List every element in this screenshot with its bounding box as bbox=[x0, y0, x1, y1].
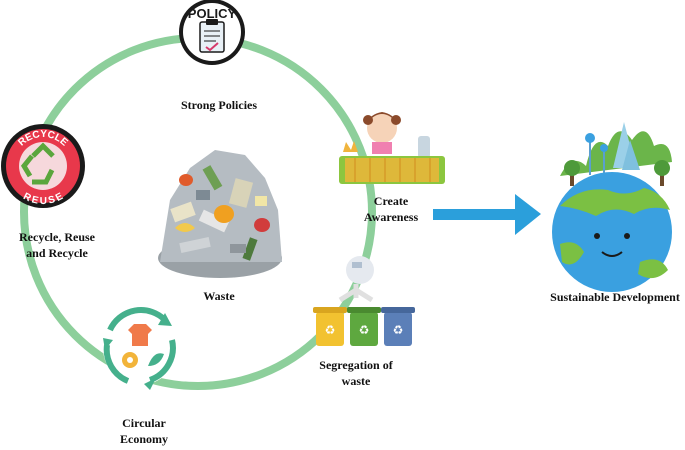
svg-text:♻: ♻ bbox=[325, 323, 336, 337]
recycle-label-line2: and Recycle bbox=[26, 246, 88, 260]
circular-arrows-icon bbox=[103, 307, 177, 390]
segregation-label-line1: Segregation of bbox=[319, 358, 393, 372]
awareness-label-line2: Awareness bbox=[364, 210, 419, 224]
waste-pile-icon bbox=[158, 150, 282, 278]
policy-badge: POLICY bbox=[179, 0, 245, 65]
segregation-label-line2: waste bbox=[342, 374, 371, 388]
yellow-bin-icon: ♻ bbox=[313, 307, 347, 346]
outcome-label: Sustainable Development bbox=[550, 290, 680, 304]
green-earth-icon bbox=[552, 122, 672, 292]
green-bin-icon: ♻ bbox=[347, 307, 381, 346]
awareness-label-line1: Create bbox=[374, 194, 409, 208]
policy-badge-text: POLICY bbox=[188, 6, 237, 21]
recycle-label-line1: Recycle, Reuse bbox=[19, 230, 96, 244]
circular-label-line2: Economy bbox=[120, 432, 168, 446]
recycle-badge-icon: RECYCLE REUSE bbox=[1, 124, 85, 208]
outcome-arrow bbox=[433, 194, 541, 235]
sorting-bins-icon: ♻ ♻ ♻ bbox=[313, 256, 415, 346]
waste-label: Waste bbox=[203, 289, 235, 303]
policies-label: Strong Policies bbox=[181, 98, 257, 112]
circular-label-line1: Circular bbox=[122, 416, 166, 430]
clipboard-icon bbox=[199, 19, 225, 53]
blue-bin-icon: ♻ bbox=[381, 307, 415, 346]
svg-text:♻: ♻ bbox=[359, 323, 370, 337]
svg-text:♻: ♻ bbox=[393, 323, 404, 337]
girl-with-recycling-bin-icon bbox=[339, 112, 445, 184]
